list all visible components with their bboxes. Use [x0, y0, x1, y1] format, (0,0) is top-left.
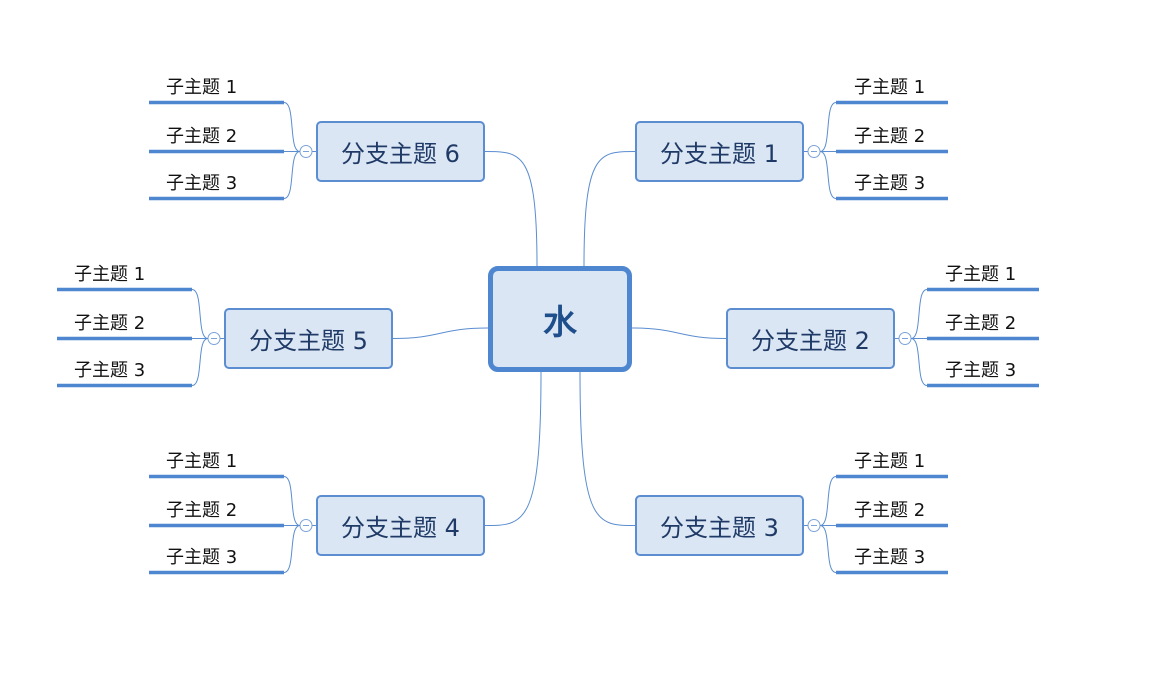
branch-connector: [392, 327, 489, 339]
subtopic-2-1[interactable]: 子主题 1: [945, 263, 1017, 285]
subtopic-4-2[interactable]: 子主题 2: [166, 499, 238, 521]
branch-connector: [484, 371, 542, 526]
subtopic-connector: [283, 525, 301, 573]
subtopic-6-3[interactable]: 子主题 3: [166, 172, 238, 194]
branch-topic-6[interactable]: 分支主题 6: [316, 121, 485, 182]
subtopic-connector: [819, 102, 837, 152]
subtopic-6-1[interactable]: 子主题 1: [166, 76, 238, 98]
subtopic-1-1[interactable]: 子主题 1: [854, 76, 926, 98]
subtopic-connector: [819, 476, 837, 526]
subtopic-1-3[interactable]: 子主题 3: [854, 172, 926, 194]
subtopic-3-1[interactable]: 子主题 1: [854, 450, 926, 472]
branch-connector: [579, 371, 636, 526]
collapse-toggle-icon[interactable]: [207, 332, 224, 345]
subtopic-3-3[interactable]: 子主题 3: [854, 546, 926, 568]
central-topic[interactable]: 水: [488, 266, 632, 372]
subtopic-5-2[interactable]: 子主题 2: [74, 312, 146, 334]
subtopic-connector: [191, 289, 209, 339]
branch-topic-5[interactable]: 分支主题 5: [224, 308, 393, 369]
subtopic-5-1[interactable]: 子主题 1: [74, 263, 146, 285]
subtopic-connector: [283, 476, 301, 526]
subtopic-4-1[interactable]: 子主题 1: [166, 450, 238, 472]
subtopic-2-2[interactable]: 子主题 2: [945, 312, 1017, 334]
subtopic-2-3[interactable]: 子主题 3: [945, 359, 1017, 381]
subtopic-connector: [283, 102, 301, 152]
subtopic-4-3[interactable]: 子主题 3: [166, 546, 238, 568]
subtopic-connector: [819, 525, 837, 573]
collapse-toggle-icon[interactable]: [804, 145, 821, 158]
subtopic-connector: [191, 338, 209, 386]
subtopic-connector: [910, 338, 928, 386]
collapse-toggle-icon[interactable]: [299, 145, 316, 158]
subtopic-connector: [819, 151, 837, 199]
collapse-toggle-icon[interactable]: [299, 519, 316, 532]
branch-connector: [484, 151, 538, 267]
collapse-toggle-icon[interactable]: [895, 332, 912, 345]
branch-topic-4[interactable]: 分支主题 4: [316, 495, 485, 556]
subtopic-3-2[interactable]: 子主题 2: [854, 499, 926, 521]
branch-topic-1[interactable]: 分支主题 1: [635, 121, 804, 182]
collapse-toggle-icon[interactable]: [804, 519, 821, 532]
branch-connector: [583, 151, 636, 267]
branch-topic-3[interactable]: 分支主题 3: [635, 495, 804, 556]
subtopic-connector: [283, 151, 301, 199]
branch-topic-2[interactable]: 分支主题 2: [726, 308, 895, 369]
subtopic-6-2[interactable]: 子主题 2: [166, 125, 238, 147]
branch-connector: [631, 327, 727, 339]
subtopic-connector: [910, 289, 928, 339]
subtopic-1-2[interactable]: 子主题 2: [854, 125, 926, 147]
subtopic-5-3[interactable]: 子主题 3: [74, 359, 146, 381]
